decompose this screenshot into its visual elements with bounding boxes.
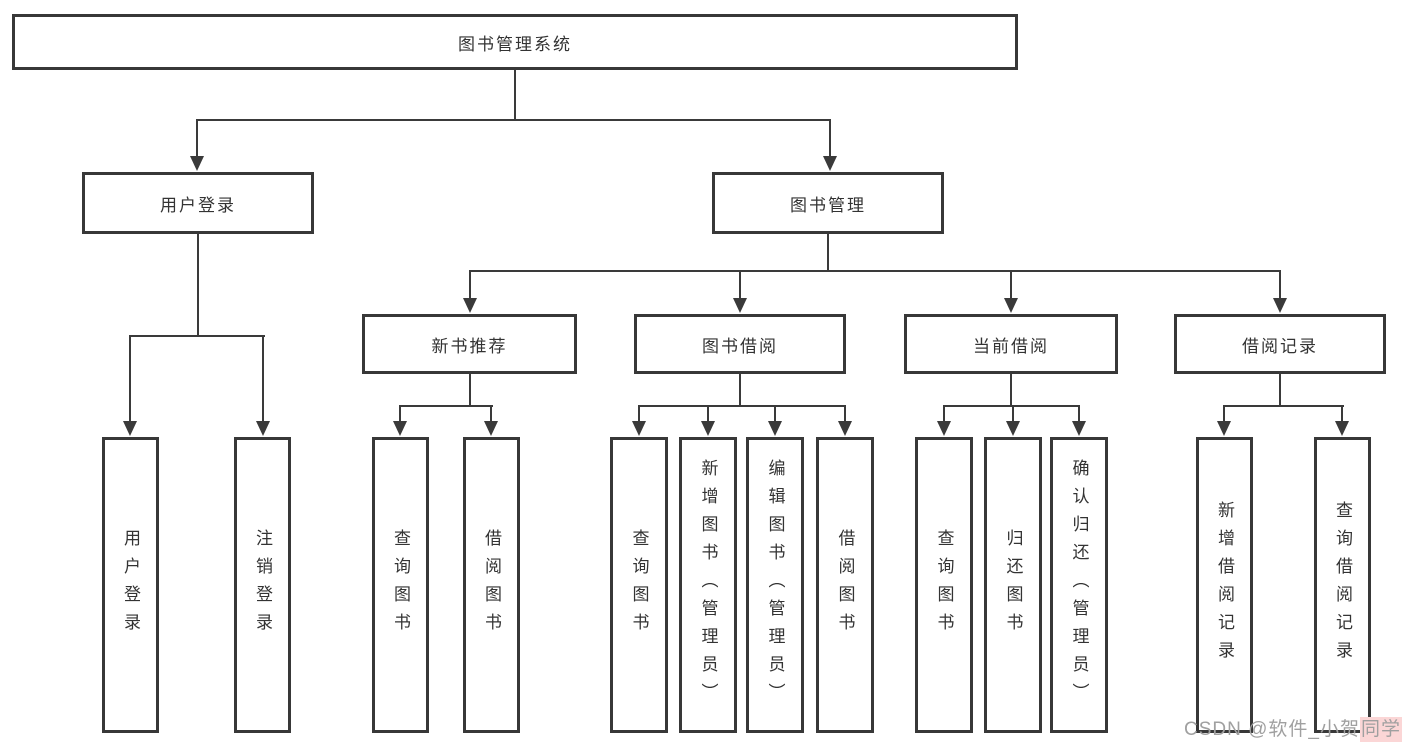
node-borrow-record-label: 借阅记录 xyxy=(1242,336,1318,356)
connector-line xyxy=(197,234,199,336)
leaf-borrow-book: 借阅图书 xyxy=(816,437,874,733)
node-book-borrow-label: 图书借阅 xyxy=(702,336,778,356)
leaf-recommend-borrow-book: 借阅图书 xyxy=(463,437,520,733)
connector-line xyxy=(774,406,776,422)
arrowhead-icon xyxy=(463,298,477,313)
node-user-login-label: 用户登录 xyxy=(160,195,236,215)
node-root: 图书管理系统 xyxy=(12,14,1018,70)
arrowhead-icon xyxy=(701,421,715,436)
leaf-user-login-label: 用户登录 xyxy=(121,529,140,641)
connector-line xyxy=(129,336,131,422)
leaf-recommend-query-book-label: 查询图书 xyxy=(391,529,410,641)
arrowhead-icon xyxy=(768,421,782,436)
arrowhead-icon xyxy=(838,421,852,436)
connector-line xyxy=(1078,406,1080,422)
connector-line xyxy=(739,374,741,406)
arrowhead-icon xyxy=(823,156,837,171)
connector-line xyxy=(1012,406,1014,422)
leaf-add-borrow-record: 新增借阅记录 xyxy=(1196,437,1253,733)
leaf-recommend-borrow-book-label: 借阅图书 xyxy=(482,529,501,641)
connector-line xyxy=(469,270,1281,272)
connector-line xyxy=(1279,374,1281,406)
csdn-watermark-text: CSDN @软件_小贺 xyxy=(1184,719,1360,740)
connector-line xyxy=(739,271,741,300)
leaf-confirm-return-admin: 确认归还（管理员） xyxy=(1050,437,1108,733)
node-book-management: 图书管理 xyxy=(712,172,944,234)
connector-line xyxy=(1223,405,1344,407)
connector-line xyxy=(1010,374,1012,406)
connector-line xyxy=(196,119,831,121)
connector-line xyxy=(1279,271,1281,300)
connector-line xyxy=(844,406,846,422)
arrowhead-icon xyxy=(484,421,498,436)
leaf-edit-book-admin-label: 编辑图书（管理员） xyxy=(765,459,785,711)
node-new-book-recommend: 新书推荐 xyxy=(362,314,577,374)
leaf-return-book-label: 归还图书 xyxy=(1003,529,1023,641)
leaf-current-query-book: 查询图书 xyxy=(915,437,973,733)
connector-line xyxy=(1341,406,1343,422)
connector-line xyxy=(196,120,198,158)
arrowhead-icon xyxy=(1273,298,1287,313)
node-root-label: 图书管理系统 xyxy=(458,34,572,54)
leaf-recommend-query-book: 查询图书 xyxy=(372,437,429,733)
leaf-query-borrow-record-label: 查询借阅记录 xyxy=(1333,501,1352,669)
connector-line xyxy=(262,336,264,422)
arrowhead-icon xyxy=(1006,421,1020,436)
leaf-logout: 注销登录 xyxy=(234,437,291,733)
arrowhead-icon xyxy=(1004,298,1018,313)
connector-line xyxy=(1223,406,1225,422)
connector-line xyxy=(638,405,846,407)
connector-line xyxy=(469,271,471,300)
node-current-borrow-label: 当前借阅 xyxy=(973,336,1049,356)
leaf-user-login: 用户登录 xyxy=(102,437,159,733)
node-book-borrow: 图书借阅 xyxy=(634,314,846,374)
connector-line xyxy=(829,120,831,158)
arrowhead-icon xyxy=(256,421,270,436)
leaf-borrow-query-book: 查询图书 xyxy=(610,437,668,733)
arrowhead-icon xyxy=(1072,421,1086,436)
leaf-edit-book-admin: 编辑图书（管理员） xyxy=(746,437,804,733)
node-book-management-label: 图书管理 xyxy=(790,195,866,215)
connector-line xyxy=(707,406,709,422)
connector-line xyxy=(638,406,640,422)
csdn-watermark: CSDN @软件_小贺同学 xyxy=(1184,714,1402,742)
leaf-current-query-book-label: 查询图书 xyxy=(934,529,954,641)
node-borrow-record: 借阅记录 xyxy=(1174,314,1386,374)
connector-line xyxy=(1010,271,1012,300)
leaf-logout-label: 注销登录 xyxy=(253,529,272,641)
connector-line xyxy=(943,405,1080,407)
leaf-borrow-book-label: 借阅图书 xyxy=(835,529,855,641)
arrowhead-icon xyxy=(632,421,646,436)
leaf-add-book-admin-label: 新增图书（管理员） xyxy=(698,459,718,711)
arrowhead-icon xyxy=(190,156,204,171)
leaf-return-book: 归还图书 xyxy=(984,437,1042,733)
node-new-book-recommend-label: 新书推荐 xyxy=(431,336,508,356)
leaf-add-borrow-record-label: 新增借阅记录 xyxy=(1215,501,1234,669)
leaf-add-book-admin: 新增图书（管理员） xyxy=(679,437,737,733)
leaf-confirm-return-admin-label: 确认归还（管理员） xyxy=(1069,459,1089,711)
arrowhead-icon xyxy=(393,421,407,436)
arrowhead-icon xyxy=(123,421,137,436)
connector-line xyxy=(129,335,265,337)
connector-line xyxy=(490,406,492,422)
node-current-borrow: 当前借阅 xyxy=(904,314,1118,374)
connector-line xyxy=(399,406,401,422)
connector-line xyxy=(827,234,829,271)
connector-line xyxy=(469,374,471,406)
connector-line xyxy=(943,406,945,422)
leaf-query-borrow-record: 查询借阅记录 xyxy=(1314,437,1371,733)
arrowhead-icon xyxy=(937,421,951,436)
leaf-borrow-query-book-label: 查询图书 xyxy=(629,529,649,641)
node-user-login: 用户登录 xyxy=(82,172,314,234)
arrowhead-icon xyxy=(733,298,747,313)
connector-line xyxy=(399,405,493,407)
csdn-watermark-highlight: 同学 xyxy=(1359,717,1402,742)
connector-line xyxy=(514,70,516,120)
arrowhead-icon xyxy=(1335,421,1349,436)
arrowhead-icon xyxy=(1217,421,1231,436)
